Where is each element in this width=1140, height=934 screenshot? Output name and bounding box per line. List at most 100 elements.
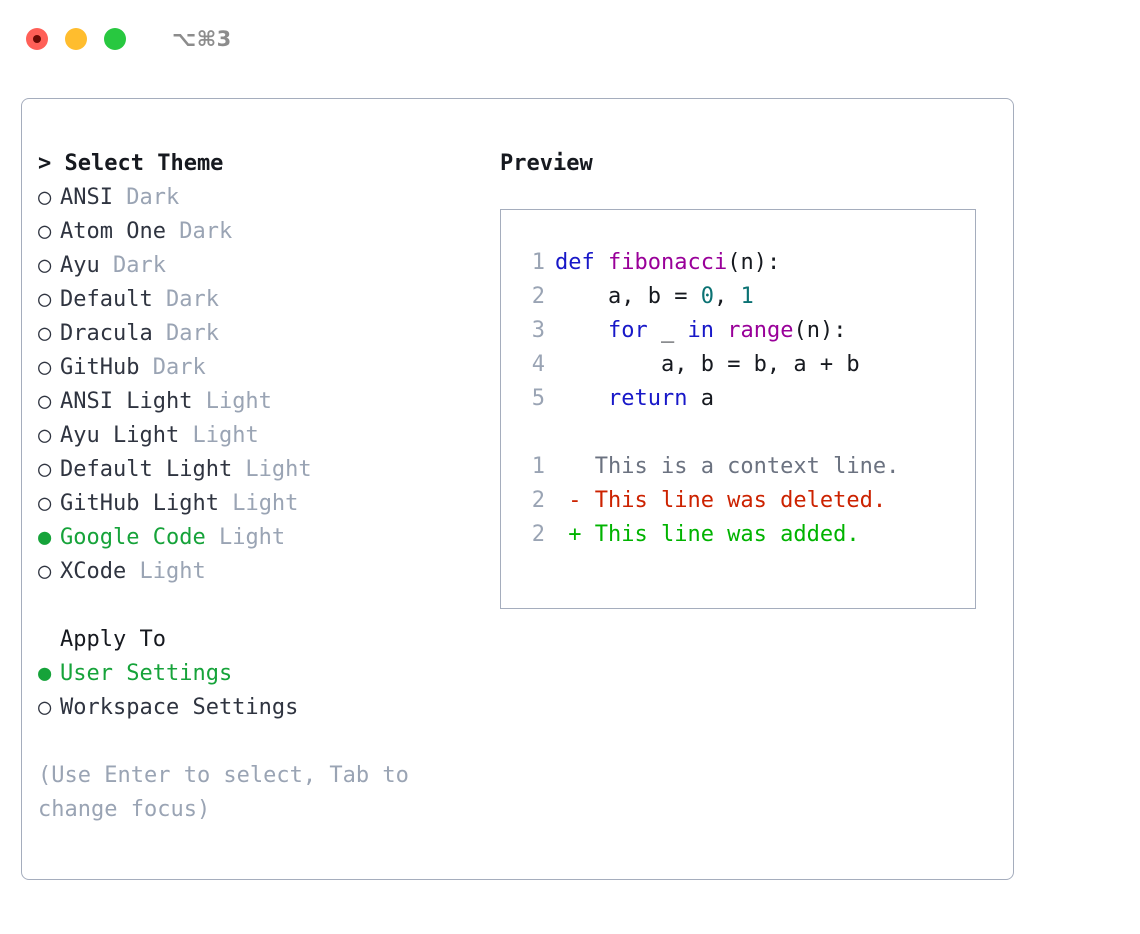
- radio-unselected-icon: ○: [38, 423, 52, 448]
- code-token-plain: (n):: [793, 318, 847, 343]
- diff-line-number: 1: [531, 454, 545, 479]
- theme-item-tag: Dark: [165, 219, 233, 244]
- theme-item-atom-one[interactable]: ○Atom One Dark: [38, 215, 492, 249]
- keyboard-shortcut-label: ⌥⌘3: [172, 27, 232, 51]
- radio-unselected-icon: ○: [38, 491, 52, 516]
- code-token-num: 1: [740, 284, 754, 309]
- theme-item-label: Default: [60, 287, 153, 312]
- diff-line-ctx: 1 This is a context line.: [501, 450, 975, 484]
- radio-selected-icon: ●: [38, 525, 52, 550]
- section-spacer: [38, 589, 492, 623]
- code-token-plain: _: [647, 318, 688, 343]
- theme-item-ansi[interactable]: ○ ANSI Dark: [38, 181, 492, 215]
- theme-item-label: Ayu Light: [60, 423, 180, 448]
- theme-item-label: Ayu: [60, 253, 100, 278]
- theme-item-tag: Light: [205, 525, 286, 550]
- theme-item-github[interactable]: ○GitHub Dark: [38, 351, 492, 385]
- code-token-plain: (n):: [727, 250, 781, 275]
- theme-item-tag: Dark: [152, 287, 219, 312]
- apply-to-header: Apply To: [60, 627, 166, 652]
- theme-item-label: ANSI: [60, 185, 113, 210]
- theme-item-tag: Dark: [152, 321, 219, 346]
- radio-selected-icon: ●: [38, 661, 52, 686]
- code-token-plain: ,: [713, 284, 741, 309]
- code-indent: [555, 284, 608, 309]
- traffic-light-group: [26, 28, 126, 50]
- diff-line-del: 2 - This line was deleted.: [501, 484, 975, 518]
- maximize-window-button[interactable]: [104, 28, 126, 50]
- code-diff-separator: [501, 416, 975, 450]
- radio-unselected-icon: ○: [38, 695, 52, 720]
- code-token-kw: def: [555, 250, 595, 275]
- code-token-plain: a, b = b, a + b: [660, 352, 860, 377]
- apply-to-list[interactable]: ● User Settings ○Workspace Settings: [38, 657, 492, 725]
- apply-to-item-workspace-settings[interactable]: ○Workspace Settings: [38, 691, 492, 725]
- theme-selector-column: > Select Theme ○ANSI Dark○Atom One Dark○…: [22, 99, 492, 879]
- select-theme-header: > Select Theme: [38, 151, 224, 176]
- theme-item-xcode[interactable]: ○XCode Light: [38, 555, 492, 589]
- theme-item-tag: Light: [192, 389, 272, 414]
- diff-line-number: 2: [531, 488, 545, 513]
- theme-item-tag: Dark: [112, 185, 180, 210]
- code-indent: [555, 386, 608, 411]
- theme-list[interactable]: ○ANSI Dark○Atom One Dark○Ayu Dark○Defaul…: [38, 181, 492, 589]
- radio-unselected-icon: ○: [38, 185, 52, 210]
- code-token-kw: for: [607, 318, 648, 343]
- code-token-num: 0: [700, 284, 714, 309]
- theme-item-label: XCode: [60, 559, 127, 584]
- theme-item-label: Atom One: [60, 219, 166, 244]
- apply-to-item-label: User Settings: [60, 661, 233, 686]
- code-token-kw: return: [607, 386, 688, 411]
- theme-item-ansi-light[interactable]: ○ ANSI Light Light: [38, 385, 492, 419]
- close-window-button[interactable]: [26, 28, 48, 50]
- apply-to-item-user-settings[interactable]: ● User Settings: [38, 657, 492, 691]
- titlebar: ⌥⌘3: [0, 0, 1140, 78]
- theme-item-ayu[interactable]: ○Ayu Dark: [38, 249, 492, 283]
- theme-item-tag: Light: [179, 423, 259, 448]
- code-indent: [555, 318, 608, 343]
- code-line-number: 1: [531, 250, 545, 275]
- theme-item-tag: Light: [218, 491, 299, 516]
- radio-unselected-icon: ○: [38, 253, 52, 278]
- theme-item-tag: Dark: [139, 355, 206, 380]
- radio-unselected-icon: ○: [38, 321, 52, 346]
- theme-item-label: Dracula: [60, 321, 153, 346]
- theme-item-github-light[interactable]: ○ GitHub Light Light: [38, 487, 492, 521]
- theme-item-label: Google Code: [60, 525, 206, 550]
- theme-item-label: ANSI Light: [60, 389, 193, 414]
- theme-item-label: Default Light: [60, 457, 233, 482]
- theme-item-ayu-light[interactable]: ○ Ayu Light Light: [38, 419, 492, 453]
- code-indent: [555, 352, 661, 377]
- minimize-window-button[interactable]: [65, 28, 87, 50]
- radio-unselected-icon: ○: [38, 355, 52, 380]
- code-token-plain: [714, 318, 727, 343]
- diff-sample: 1 This is a context line.2 - This line w…: [501, 450, 975, 552]
- code-line: 1 def fibonacci(n):: [501, 246, 975, 280]
- code-token-plain: a, b =: [607, 284, 701, 309]
- diff-line-text: - This line was deleted.: [555, 488, 887, 513]
- radio-unselected-icon: ○: [38, 389, 52, 414]
- diff-line-number: 2: [531, 522, 545, 547]
- theme-item-dracula[interactable]: ○ Dracula Dark: [38, 317, 492, 351]
- theme-item-default-light[interactable]: ○Default Light Light: [38, 453, 492, 487]
- main-panel: > Select Theme ○ANSI Dark○Atom One Dark○…: [21, 98, 1014, 880]
- code-token-plain: [595, 250, 608, 275]
- code-token-kw: in: [687, 318, 714, 343]
- theme-item-google-code[interactable]: ● Google Code Light: [38, 521, 492, 555]
- code-line: 5 return a: [501, 382, 975, 416]
- theme-item-label: GitHub Light: [60, 491, 219, 516]
- diff-line-text: This is a context line.: [555, 454, 900, 479]
- code-token-fn: fibonacci: [608, 250, 728, 275]
- radio-unselected-icon: ○: [38, 559, 52, 584]
- theme-item-tag: Light: [232, 457, 312, 482]
- code-line-number: 4: [531, 352, 545, 377]
- code-line-number: 2: [531, 284, 545, 309]
- theme-item-default[interactable]: ○Default Dark: [38, 283, 492, 317]
- preview-title: Preview: [500, 151, 593, 176]
- code-line: 2 a, b = 0, 1: [501, 280, 975, 314]
- code-line: 3 for _ in range(n):: [501, 314, 975, 348]
- code-line: 4 a, b = b, a + b: [501, 348, 975, 382]
